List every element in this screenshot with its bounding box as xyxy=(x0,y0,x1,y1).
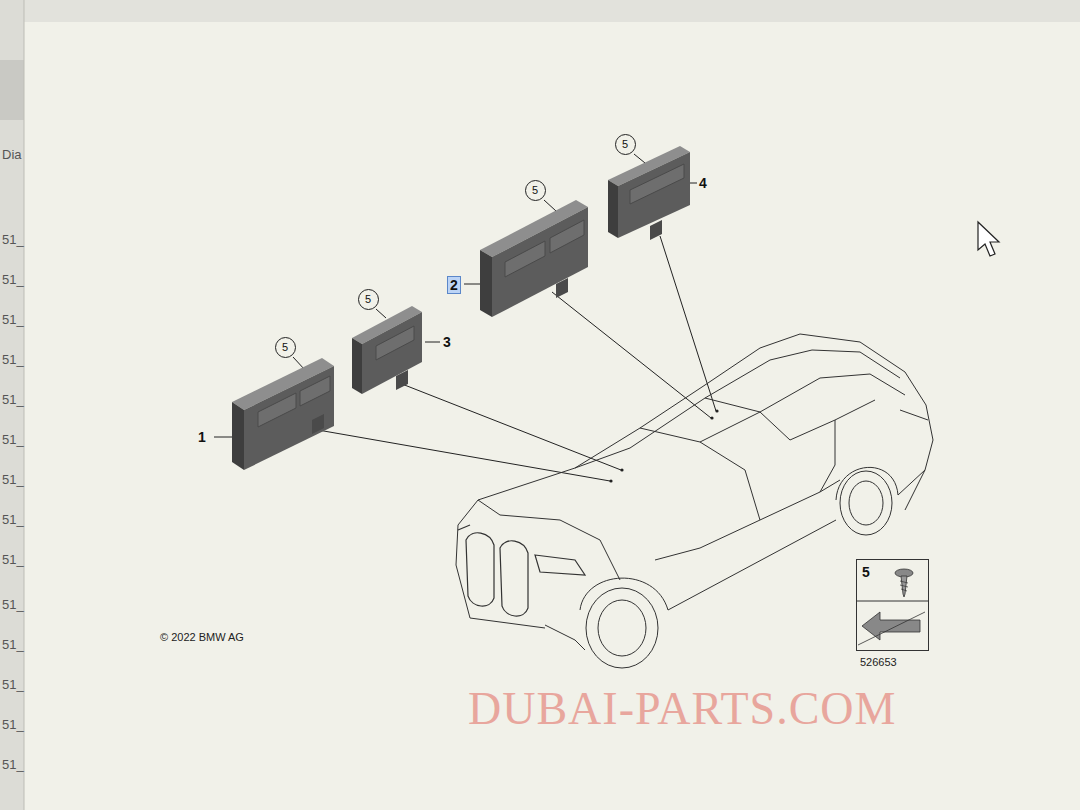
callout-number: 1 xyxy=(198,430,206,444)
callout-circle: 5 xyxy=(358,289,379,310)
screen-side-panel xyxy=(0,0,24,810)
mouse-cursor xyxy=(978,222,999,256)
control-module xyxy=(232,358,334,470)
sidebar-text: 51_ xyxy=(2,433,24,446)
sidebar-text: 51_ xyxy=(2,313,24,326)
callout-number: 5 xyxy=(365,294,371,305)
legend-part-box: 5 xyxy=(856,559,929,651)
car-grille xyxy=(458,525,585,616)
sidebar-text: 51_ xyxy=(2,513,24,526)
callout-number: 5 xyxy=(532,185,538,196)
sidebar-text: 51_ xyxy=(2,638,24,651)
sidebar-text: 51_ xyxy=(2,553,24,566)
sidebar-text: 51_ xyxy=(2,353,24,366)
sidebar-text: Dia xyxy=(2,148,22,161)
copyright-note: © 2022 BMW AG xyxy=(160,632,244,643)
callout-number: 5 xyxy=(622,139,628,150)
direction-arrow-icon xyxy=(858,612,925,645)
car-outline xyxy=(456,334,933,668)
sidebar-text: 51_ xyxy=(2,718,24,731)
sidebar-text: 51_ xyxy=(2,758,24,771)
screw-icon xyxy=(895,569,913,597)
callout-circle: 5 xyxy=(615,134,636,155)
sidebar-text: 51_ xyxy=(2,233,24,246)
legend-divider xyxy=(856,601,929,602)
control-module xyxy=(352,306,422,394)
control-module xyxy=(480,200,588,317)
sidebar-text: 51_ xyxy=(2,273,24,286)
leader-dots xyxy=(609,409,718,482)
callout-number: 5 xyxy=(282,342,288,353)
watermark: DUBAI-PARTS.COM xyxy=(468,686,896,732)
screen-side-band xyxy=(0,60,24,120)
screen-top-bar xyxy=(0,0,1080,22)
callout-circle: 5 xyxy=(525,180,546,201)
callout-number: 4 xyxy=(699,176,707,190)
diagram-number: 526653 xyxy=(860,657,897,668)
control-module xyxy=(608,146,690,240)
callout-number: 5 xyxy=(862,564,870,580)
sidebar-text: 51_ xyxy=(2,598,24,611)
callout-number: 3 xyxy=(443,335,451,349)
sidebar-text: 51_ xyxy=(2,393,24,406)
sidebar-text: 51_ xyxy=(2,678,24,691)
callout-number: 2 xyxy=(447,276,461,294)
sidebar-text: 51_ xyxy=(2,473,24,486)
callout-circle: 5 xyxy=(275,337,296,358)
